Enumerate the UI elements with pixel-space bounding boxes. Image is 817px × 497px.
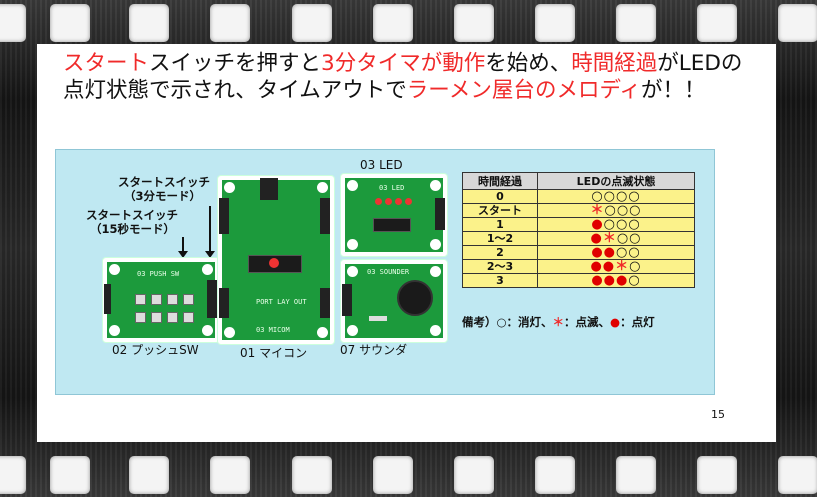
- led-symbol-on: ●: [590, 231, 603, 246]
- table-row: 0 ○○○○: [462, 189, 695, 204]
- table-cell-time: 2～3: [462, 259, 538, 274]
- led-board: 03 LED: [341, 174, 447, 256]
- led-symbol-off: ○: [628, 273, 641, 288]
- table-row: 3●●●○: [462, 273, 695, 288]
- headline-text: を始め、: [485, 51, 572, 76]
- label-start-switch-3min: スタートスイッチ （3分モード）: [118, 175, 210, 203]
- headline-start: スタート: [63, 51, 150, 76]
- led-symbol-blink: ＊: [615, 259, 630, 274]
- table-row: 2～3●●＊○: [462, 259, 695, 274]
- table-cell-led-state: ●●○○: [537, 245, 695, 260]
- label-sounder: 07 サウンダ: [340, 343, 408, 357]
- table-cell-led-state: ○○○○: [537, 189, 695, 204]
- table-header-time: 時間経過: [462, 172, 538, 190]
- led-symbol-blink: ＊: [590, 203, 605, 218]
- table-row: 1～2●＊○○: [462, 231, 695, 246]
- headline-elapsed: 時間経過: [571, 51, 658, 76]
- table-cell-time: 1: [462, 217, 538, 232]
- page-number: 15: [711, 408, 725, 421]
- led-symbol-off: ○○○: [603, 217, 641, 232]
- table-cell-led-state: ●●●○: [537, 273, 695, 288]
- led-symbol-blink: ＊: [602, 231, 617, 246]
- arrow-3min: [205, 206, 215, 258]
- arrow-15s: [178, 237, 188, 258]
- table-row: スタート＊○○○: [462, 203, 695, 218]
- table-cell-time: 0: [462, 189, 538, 204]
- legend: 備考）○：消灯、＊：点滅、●：点灯: [462, 315, 655, 329]
- table-header-state: LEDの点滅状態: [537, 172, 695, 190]
- table-cell-time: 2: [462, 245, 538, 260]
- led-symbol-off: ○○○○: [591, 189, 641, 204]
- led-symbol-on: ●●: [590, 259, 616, 274]
- table-row: 2●●○○: [462, 245, 695, 260]
- led-symbol-off: ○○: [616, 245, 641, 260]
- headline-melody: ラーメン屋台のメロディ: [406, 78, 641, 103]
- led-symbol-off: ○○○: [604, 203, 642, 218]
- table-cell-led-state: ●＊○○: [537, 231, 695, 246]
- film-perforations-top: [0, 4, 817, 42]
- led-symbol-on: ●: [591, 217, 604, 232]
- led-symbol-off: ○: [629, 259, 642, 274]
- label-push-sw: 02 プッシュSW: [112, 343, 199, 357]
- table-cell-time: スタート: [462, 203, 538, 218]
- led-symbol-on: ●●●: [591, 273, 629, 288]
- led-symbol-on: ●●: [591, 245, 616, 260]
- headline-timer: 3分タイマが動作: [321, 51, 486, 76]
- label-micon: 01 マイコン: [240, 346, 308, 360]
- label-led-board: 03 LED: [360, 158, 403, 172]
- film-perforations-bottom: [0, 456, 817, 494]
- table-cell-time: 1～2: [462, 231, 538, 246]
- sounder-board: 03 SOUNDER: [341, 260, 447, 342]
- slide: スタートスイッチを押すと3分タイマが動作を始め、時間経過がLEDの点灯状態で示さ…: [37, 44, 776, 442]
- table-cell-led-state: ●●＊○: [537, 259, 695, 274]
- micon-board: PORT LAY OUT 03 MICOM: [218, 176, 334, 344]
- headline-text: が！！: [640, 78, 706, 103]
- table-cell-led-state: ●○○○: [537, 217, 695, 232]
- led-symbol-off: ○○: [616, 231, 642, 246]
- figure-panel: スタートスイッチ （3分モード） スタートスイッチ （15秒モード） 03 LE…: [55, 149, 715, 395]
- table-cell-led-state: ＊○○○: [537, 203, 695, 218]
- table-cell-time: 3: [462, 273, 538, 288]
- led-state-table: 時間経過 LEDの点滅状態 0○○○○スタート＊○○○1●○○○1～2●＊○○2…: [462, 172, 695, 288]
- label-start-switch-15s: スタートスイッチ （15秒モード）: [86, 208, 178, 236]
- headline-text: がLEDの点灯状態で示され、タイムアウトで: [63, 51, 743, 103]
- table-row: 1●○○○: [462, 217, 695, 232]
- push-switch-board: 03 PUSH SW: [103, 258, 219, 342]
- headline-text: スイッチを押すと: [149, 51, 322, 76]
- slide-headline: スタートスイッチを押すと3分タイマが動作を始め、時間経過がLEDの点灯状態で示さ…: [63, 50, 763, 104]
